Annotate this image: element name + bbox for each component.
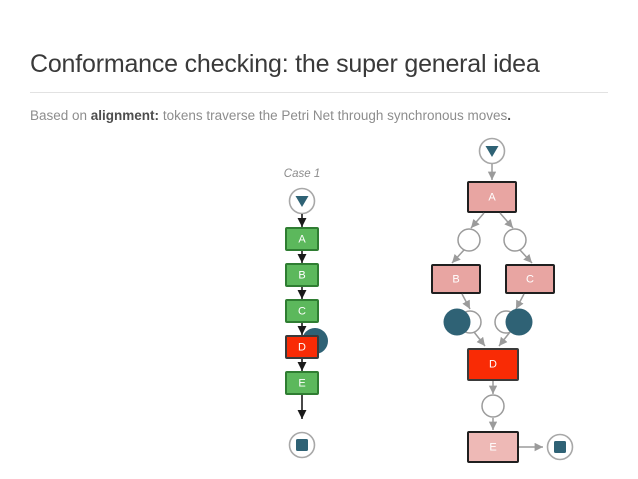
trace-event-c[interactable]: C xyxy=(285,299,319,323)
start-triangle-icon xyxy=(295,196,309,207)
end-square-icon xyxy=(296,439,308,451)
trace-end-marker[interactable] xyxy=(288,431,316,459)
petri-transition-d[interactable]: D xyxy=(467,348,519,381)
subtitle-rest: tokens traverse the Petri Net through sy… xyxy=(159,108,508,123)
subtitle-keyword: alignment: xyxy=(90,108,160,123)
trace-event-a[interactable]: A xyxy=(285,227,319,251)
petri-net-column: A B C xyxy=(431,137,574,463)
petri-arc-placeleft-b xyxy=(451,249,465,264)
trace-event-a-box xyxy=(285,227,319,251)
petri-token-after-c[interactable] xyxy=(505,308,533,336)
trace-event-d-box xyxy=(285,335,319,359)
slide-subtitle: Based on alignment: tokens traverse the … xyxy=(30,108,511,123)
petri-transition-b-box xyxy=(431,264,481,294)
trace-event-d[interactable]: D xyxy=(285,335,319,359)
petri-place-after-d[interactable] xyxy=(481,394,505,418)
petri-arc-b-place xyxy=(461,293,471,310)
petri-token-after-b[interactable] xyxy=(443,308,471,336)
petri-transition-d-box xyxy=(467,348,519,381)
title-divider xyxy=(30,92,608,93)
petri-place-after-a-right[interactable] xyxy=(503,228,527,252)
trace-event-e[interactable]: E xyxy=(285,371,319,395)
trace-column: Case 1 A B C xyxy=(284,168,328,459)
trace-event-b[interactable]: B xyxy=(285,263,319,287)
petri-arc-placec-d xyxy=(498,331,511,347)
trace-start-marker[interactable] xyxy=(288,187,316,215)
petri-arc-placeb-d xyxy=(473,331,486,347)
petri-start-triangle-icon xyxy=(485,146,499,157)
petri-transition-c[interactable]: C xyxy=(505,264,555,294)
subtitle-prefix: Based on xyxy=(30,108,91,123)
petri-arc-a-placeleft xyxy=(470,212,485,229)
petri-end-square-icon xyxy=(554,441,566,453)
page-title: Conformance checking: the super general … xyxy=(30,50,540,78)
petri-end-marker[interactable] xyxy=(546,433,574,461)
subtitle-terminator: . xyxy=(507,108,512,123)
petri-arc-placeright-c xyxy=(519,249,533,264)
trace-event-c-box xyxy=(285,299,319,323)
petri-transition-b[interactable]: B xyxy=(431,264,481,294)
petri-start-marker[interactable] xyxy=(478,137,506,165)
petri-place-after-a-left[interactable] xyxy=(457,228,481,252)
petri-transition-a-box xyxy=(467,181,517,213)
petri-transition-a[interactable]: A xyxy=(467,181,517,213)
petri-transition-e-box xyxy=(467,431,519,463)
petri-transition-e[interactable]: E xyxy=(467,431,519,463)
petri-arc-c-place xyxy=(515,293,525,310)
trace-event-b-box xyxy=(285,263,319,287)
petri-transition-c-box xyxy=(505,264,555,294)
case-label: Case 1 xyxy=(284,168,320,180)
diagram-canvas: Case 1 A B C xyxy=(0,130,638,479)
trace-event-e-box xyxy=(285,371,319,395)
petri-arc-a-placeright xyxy=(499,212,514,229)
conformance-diagram: Case 1 A B C xyxy=(284,137,574,463)
